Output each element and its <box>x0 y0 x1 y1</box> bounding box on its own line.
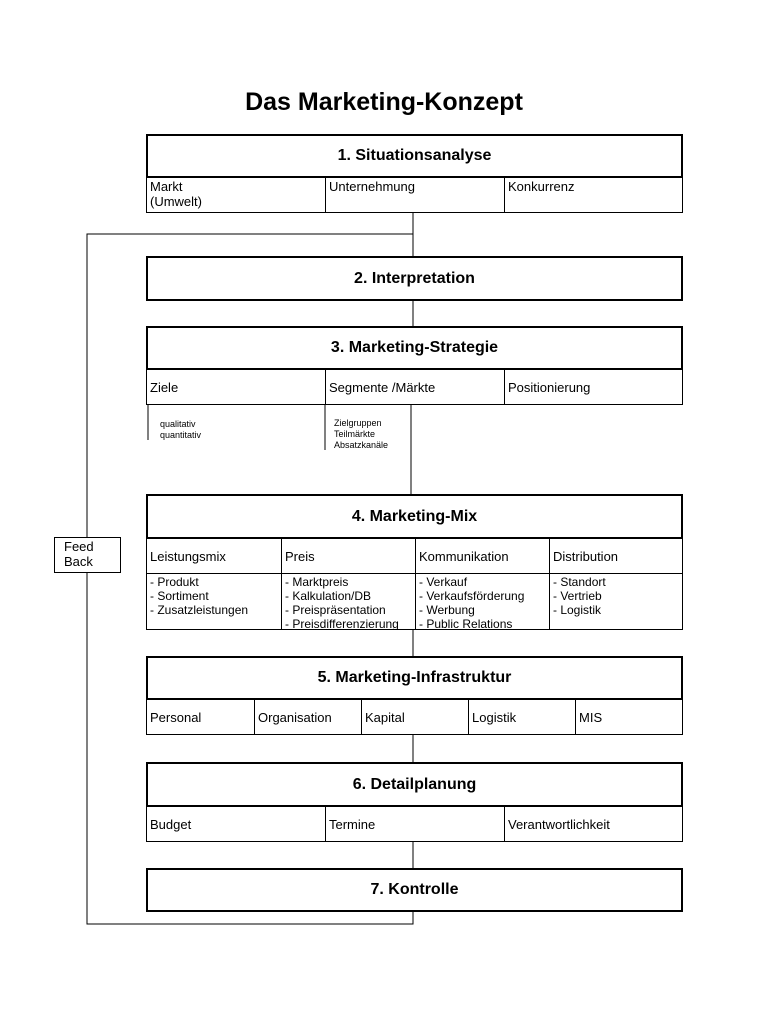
list-distribution: - Standort - Vertrieb - Logistik <box>549 574 682 629</box>
ziele-sub-item: quantitativ <box>160 430 202 440</box>
cell-verantwortlichkeit: Verantwortlichkeit <box>504 807 682 841</box>
feedback-line1: Feed <box>64 539 94 554</box>
feedback-box: Feed Back <box>54 537 121 573</box>
segmente-sub-item: Absatzkanäle <box>334 440 389 450</box>
list-item: - Vertrieb <box>553 589 602 603</box>
step-detailplanung-row: Budget Termine Verantwortlichkeit <box>146 806 683 842</box>
cell-unternehmung-label: Unternehmung <box>329 179 415 194</box>
feedback-loop-line <box>86 233 414 925</box>
list-leistungsmix: - Produkt - Sortiment - Zusatzleistungen <box>147 574 281 629</box>
step-strategie-title: 3. Marketing-Strategie <box>330 339 499 356</box>
step-interpretation-title: 2. Interpretation <box>354 269 475 287</box>
list-preis: - Marktpreis - Kalkulation/DB - Preisprä… <box>281 574 415 629</box>
page-title: Das Marketing-Konzept <box>245 88 523 116</box>
cell-segmente: Segmente /Märkte <box>325 370 504 404</box>
step-situationsanalyse-title: 1. Situationsanalyse <box>337 147 492 164</box>
step-mix-header: 4. Marketing-Mix <box>146 494 683 539</box>
cell-kapital: Kapital <box>361 700 468 734</box>
list-item: - Marktpreis <box>285 575 349 589</box>
cell-leistungsmix: Leistungsmix <box>150 548 226 564</box>
cell-personal: Personal <box>150 709 202 725</box>
step-mix-row: Leistungsmix Preis Kommunikation Distrib… <box>146 538 683 574</box>
cell-konkurrenz: Konkurrenz <box>504 178 682 212</box>
step-infrastruktur-header: 5. Marketing-Infrastruktur <box>146 656 683 700</box>
list-item: - Verkaufsförderung <box>419 589 525 603</box>
cell-unternehmung: Unternehmung <box>325 178 504 212</box>
cell-budget: Budget <box>150 816 192 832</box>
cell-termine: Termine <box>325 807 504 841</box>
cell-markt-line2: (Umwelt) <box>150 194 202 209</box>
list-item: - Standort <box>553 575 606 589</box>
list-item: - Preispräsentation <box>285 603 386 617</box>
cell-preis: Preis <box>281 539 415 573</box>
cell-konkurrenz-label: Konkurrenz <box>508 179 575 194</box>
segmente-sub-item: Teilmärkte <box>334 429 376 439</box>
step-interpretation-header: 2. Interpretation <box>146 256 683 301</box>
list-item: - Kalkulation/DB <box>285 589 372 603</box>
step-mix-list-row: - Produkt - Sortiment - Zusatzleistungen… <box>146 573 683 630</box>
step-infrastruktur-title: 5. Marketing-Infrastruktur <box>317 669 512 686</box>
cell-markt: Markt (Umwelt) <box>147 178 325 212</box>
cell-organisation: Organisation <box>254 700 361 734</box>
step-mix-title: 4. Marketing-Mix <box>351 507 478 525</box>
feedback-line2: Back <box>64 554 93 569</box>
list-item: - Sortiment <box>150 589 209 603</box>
cell-kommunikation: Kommunikation <box>415 539 549 573</box>
list-item: - Preisdifferenzierung <box>285 617 399 629</box>
list-item: - Zusatzleistungen <box>150 603 249 617</box>
ziele-sub-item: qualitativ <box>160 419 196 429</box>
list-item: - Public Relations <box>419 617 513 629</box>
list-item: - Logistik <box>553 603 602 617</box>
segmente-sub-item: Zielgruppen <box>334 418 382 428</box>
list-item: - Verkauf <box>419 575 468 589</box>
step-situationsanalyse-row: Markt (Umwelt) Unternehmung Konkurrenz <box>146 177 683 213</box>
step-strategie-header: 3. Marketing-Strategie <box>146 326 683 370</box>
cell-mis: MIS <box>575 700 682 734</box>
step-infrastruktur-row: Personal Organisation Kapital Logistik M… <box>146 699 683 735</box>
step-strategie-row: Ziele Segmente /Märkte Positionierung <box>146 369 683 405</box>
list-item: - Produkt <box>150 575 199 589</box>
step-detailplanung-header: 6. Detailplanung <box>146 762 683 807</box>
step-kontrolle-header: 7. Kontrolle <box>146 868 683 912</box>
step-kontrolle-title: 7. Kontrolle <box>370 881 459 898</box>
list-kommunikation: - Verkauf - Verkaufsförderung - Werbung … <box>415 574 549 629</box>
ziele-sub-list: qualitativ quantitativ <box>160 419 201 441</box>
list-item: - Werbung <box>419 603 475 617</box>
cell-logistik: Logistik <box>468 700 575 734</box>
segmente-sub-list: Zielgruppen Teilmärkte Absatzkanäle <box>334 418 388 451</box>
step-detailplanung-title: 6. Detailplanung <box>352 775 477 793</box>
cell-markt-line1: Markt <box>150 179 183 194</box>
cell-distribution: Distribution <box>549 539 682 573</box>
cell-positionierung: Positionierung <box>504 370 682 404</box>
step-situationsanalyse-header: 1. Situationsanalyse <box>146 134 683 178</box>
cell-ziele: Ziele <box>150 379 179 395</box>
